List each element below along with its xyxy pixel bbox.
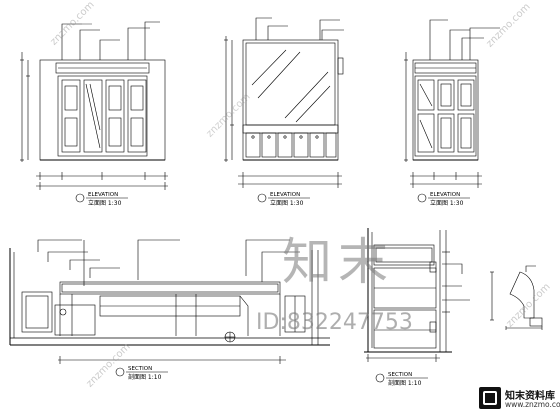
elevation-3-subtitle: 立面图 1:30 [430,199,464,207]
section-1-drawing [9,239,330,377]
elevation-2-subtitle: 立面图 1:30 [270,199,304,207]
elevation-3-title: ELEVATION [430,192,460,198]
watermark-badge [479,387,501,409]
elevation-2-title: ELEVATION [270,192,300,198]
section-1-title: SECTION [128,366,152,372]
section-2-drawing [364,228,470,383]
elevation-2-drawing [224,17,344,203]
section-1-subtitle: 剖面图 1:10 [128,373,162,381]
elevation-1-drawing [20,21,168,203]
elevation-1-title: ELEVATION [88,192,118,198]
elevation-3-drawing [404,19,500,203]
moulding-detail-drawing [490,265,543,330]
badge-logo-icon [483,391,497,405]
section-2-subtitle: 剖面图 1:10 [388,379,422,387]
elevation-1-subtitle: 立面图 1:30 [88,199,122,207]
section-2-title: SECTION [388,372,412,378]
